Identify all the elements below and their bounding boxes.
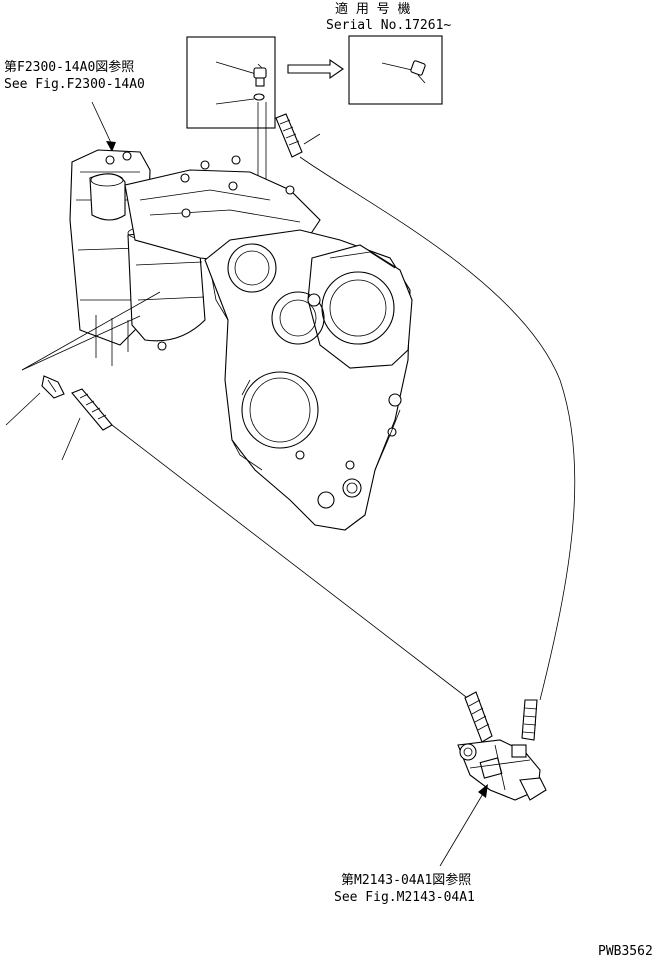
bolt-bosses	[105, 151, 295, 218]
new-elbow-fitting-icon	[410, 60, 426, 84]
tube-fitting-upper	[275, 113, 321, 158]
drawing-code: PWB3562	[598, 944, 653, 959]
fig-f2300-reference-jp: 第F2300-14A0図参照	[4, 59, 134, 75]
f2300-leader-line	[91, 101, 113, 146]
elbow-fitting-icon	[253, 63, 267, 87]
fig-f2300-reference-en: See Fig.F2300-14A0	[4, 77, 145, 92]
applicable-serial-label-jp: 適 用 号 機	[335, 1, 410, 17]
hose-line-right	[299, 156, 576, 701]
replacement-arrow-icon	[287, 58, 344, 80]
hose-line-left	[111, 424, 471, 701]
hydraulic-valve-assembly	[457, 739, 547, 801]
m2143-leader-line	[439, 791, 485, 867]
engine-front-cover-assembly	[69, 149, 413, 531]
fig-m2143-reference-en: See Fig.M2143-04A1	[334, 890, 475, 905]
tube-fitting-lower-left	[464, 691, 493, 743]
m2143-leader-arrowhead	[478, 784, 488, 798]
tube-fitting-lower-right	[521, 699, 538, 741]
fig-m2143-reference-jp: 第M2143-04A1図参照	[341, 872, 471, 888]
sender-fitting-long	[61, 388, 113, 461]
left-sender-callouts	[21, 291, 161, 371]
new-fitting-detail-box	[348, 35, 443, 105]
f2300-leader-arrowhead	[106, 141, 116, 152]
o-ring-icon	[253, 93, 265, 101]
serial-number-label: Serial No.17261~	[326, 18, 451, 33]
original-fitting-detail-box	[186, 36, 276, 129]
sender-fitting-small	[5, 375, 65, 426]
